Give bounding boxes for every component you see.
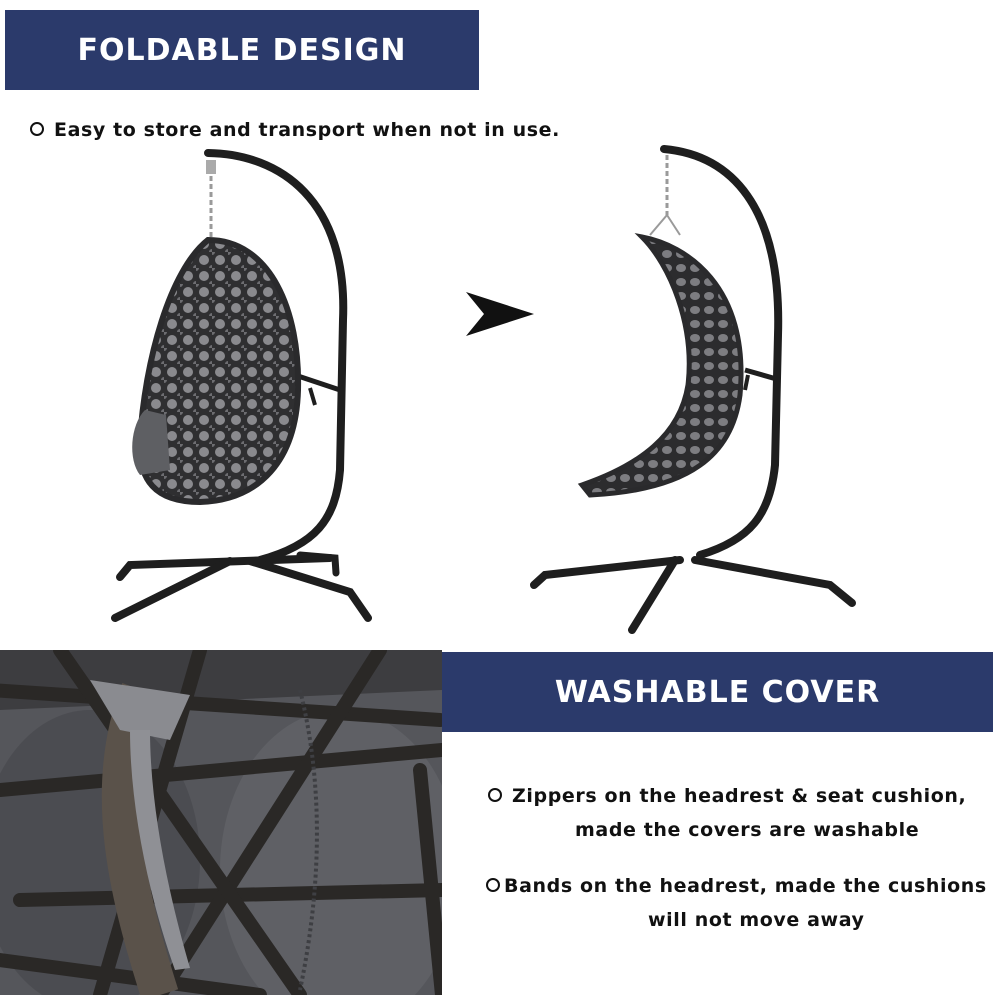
bands-bullet: Bands on the headrest, made the cushions [486, 875, 987, 897]
zippers-bullet-line2: made the covers are washable [575, 819, 920, 841]
foldable-bullet-text: Easy to store and transport when not in … [54, 119, 560, 141]
folded-hanging-chair-illustration [530, 145, 856, 634]
bands-bullet-line1: Bands on the headrest, made the cushions [504, 875, 987, 897]
hanging-egg-chair-illustration [111, 149, 372, 622]
washable-cover-title: WASHABLE COVER [554, 674, 881, 710]
bullet-circle-icon [488, 787, 502, 802]
zippers-bullet: Zippers on the headrest & seat cushion, [488, 785, 966, 807]
bullet-circle-icon [486, 877, 500, 892]
zippers-bullet-line1: Zippers on the headrest & seat cushion, [512, 785, 967, 807]
bands-bullet-continuation: will not move away [648, 909, 865, 931]
foldable-design-title: FOLDABLE DESIGN [77, 32, 407, 68]
foldable-bullet: Easy to store and transport when not in … [30, 119, 560, 141]
cushion-band-closeup-photo [0, 650, 442, 995]
bullet-circle-icon [30, 121, 44, 136]
zippers-bullet-continuation: made the covers are washable [575, 819, 919, 841]
washable-cover-banner: WASHABLE COVER [442, 652, 993, 732]
bands-bullet-line2: will not move away [648, 909, 865, 931]
foldable-design-banner: FOLDABLE DESIGN [5, 10, 479, 90]
right-arrow-icon [466, 292, 534, 336]
